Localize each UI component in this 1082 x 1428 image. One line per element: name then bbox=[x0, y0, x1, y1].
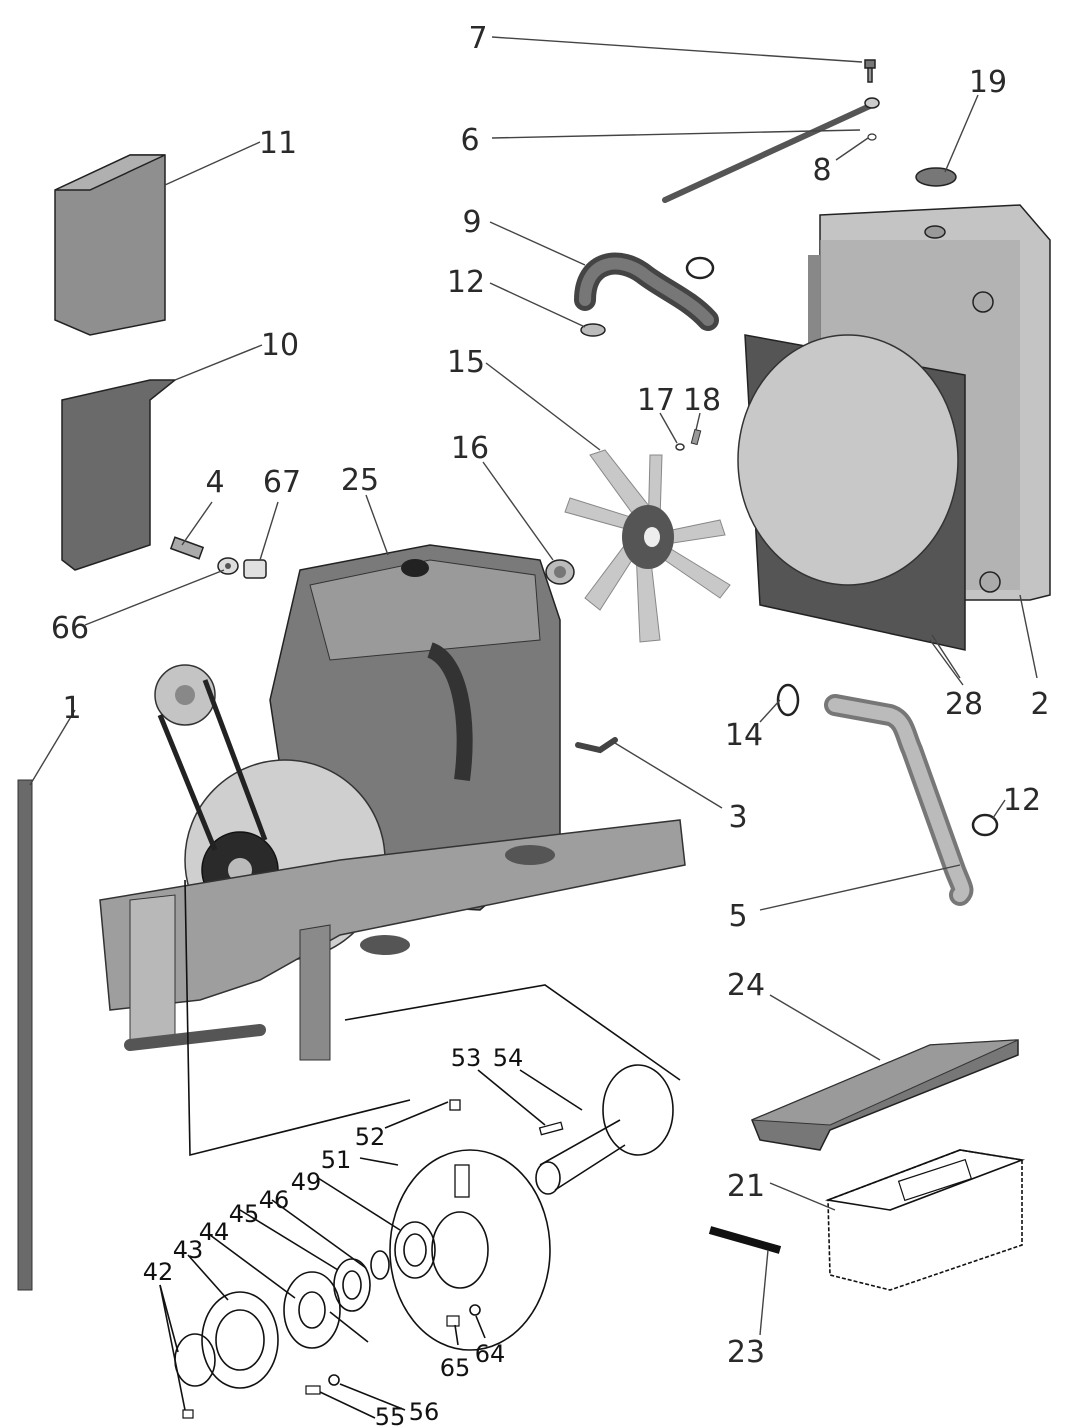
part-1-rod bbox=[17, 779, 33, 1291]
callout-25: 25 bbox=[341, 463, 379, 498]
callout-64: 64 bbox=[475, 1340, 506, 1368]
part-9-upper-hose bbox=[574, 252, 719, 331]
callout-65: 65 bbox=[440, 1354, 471, 1382]
part-3-bracket bbox=[575, 737, 618, 754]
callout-51: 51 bbox=[321, 1146, 352, 1174]
callout-21: 21 bbox=[727, 1169, 765, 1204]
part-21-battery bbox=[824, 1149, 1026, 1291]
part-14-clamp bbox=[776, 683, 800, 717]
callout-12-lower: 12 bbox=[1003, 783, 1041, 818]
callout-1: 1 bbox=[62, 691, 81, 726]
callout-labels: 7 6 8 19 11 9 12 10 15 17 18 16 4 67 25 … bbox=[51, 21, 1050, 1428]
callout-44: 44 bbox=[199, 1218, 230, 1246]
callout-46: 46 bbox=[259, 1186, 290, 1214]
part-28-fan-shroud bbox=[737, 334, 966, 651]
part-19-radiator-cap bbox=[915, 167, 957, 187]
callout-15: 15 bbox=[447, 345, 485, 380]
coupling-assembly bbox=[174, 879, 681, 1419]
part-18-bolt bbox=[690, 428, 702, 446]
part-12-clamp-upper bbox=[580, 323, 606, 337]
part-6-rod bbox=[662, 97, 880, 203]
callout-8: 8 bbox=[812, 153, 831, 188]
callout-49: 49 bbox=[291, 1168, 322, 1196]
callout-11: 11 bbox=[259, 126, 297, 161]
callout-52: 52 bbox=[355, 1123, 386, 1151]
callout-16: 16 bbox=[451, 431, 489, 466]
callout-14: 14 bbox=[725, 718, 763, 753]
callout-17: 17 bbox=[637, 383, 675, 418]
part-15-fan bbox=[564, 449, 731, 643]
part-16-spacer bbox=[545, 559, 575, 585]
callout-23: 23 bbox=[727, 1335, 765, 1370]
callout-3: 3 bbox=[728, 800, 747, 835]
callout-6: 6 bbox=[460, 123, 479, 158]
callout-56: 56 bbox=[409, 1398, 440, 1426]
callout-4: 4 bbox=[205, 465, 224, 500]
callout-5: 5 bbox=[728, 899, 747, 934]
callout-53: 53 bbox=[451, 1044, 482, 1072]
part-25-engine bbox=[99, 544, 686, 1061]
part-4-sensor bbox=[169, 536, 205, 560]
callout-10: 10 bbox=[261, 328, 299, 363]
part-7-bolt bbox=[864, 59, 876, 83]
callout-19: 19 bbox=[969, 65, 1007, 100]
callout-2: 2 bbox=[1030, 687, 1049, 722]
part-8-o-ring bbox=[867, 133, 877, 141]
callout-9: 9 bbox=[462, 205, 481, 240]
callout-67: 67 bbox=[263, 465, 301, 500]
callout-7: 7 bbox=[468, 21, 487, 56]
part-5-lower-hose bbox=[824, 694, 974, 906]
part-24-battery-tray bbox=[751, 1039, 1019, 1151]
part-23-strap bbox=[708, 1226, 782, 1254]
callout-24: 24 bbox=[727, 968, 765, 1003]
callout-43: 43 bbox=[173, 1236, 204, 1264]
part-67-fitting bbox=[243, 559, 267, 579]
callout-66: 66 bbox=[51, 611, 89, 646]
part-10-side-panel bbox=[61, 379, 178, 571]
callout-54: 54 bbox=[493, 1044, 524, 1072]
part-17-washer bbox=[675, 443, 685, 451]
coupling-leader-lines bbox=[159, 1069, 583, 1419]
callout-12-upper: 12 bbox=[447, 265, 485, 300]
callout-18: 18 bbox=[683, 383, 721, 418]
callout-42: 42 bbox=[143, 1258, 174, 1286]
part-11-upper-cover bbox=[54, 154, 166, 336]
part-12-clamp-lower bbox=[971, 813, 999, 837]
callout-55: 55 bbox=[375, 1403, 406, 1428]
callout-45: 45 bbox=[229, 1200, 260, 1228]
leader-lines bbox=[29, 36, 1038, 1336]
part-hose-clamp bbox=[685, 256, 715, 280]
callout-28: 28 bbox=[945, 687, 983, 722]
